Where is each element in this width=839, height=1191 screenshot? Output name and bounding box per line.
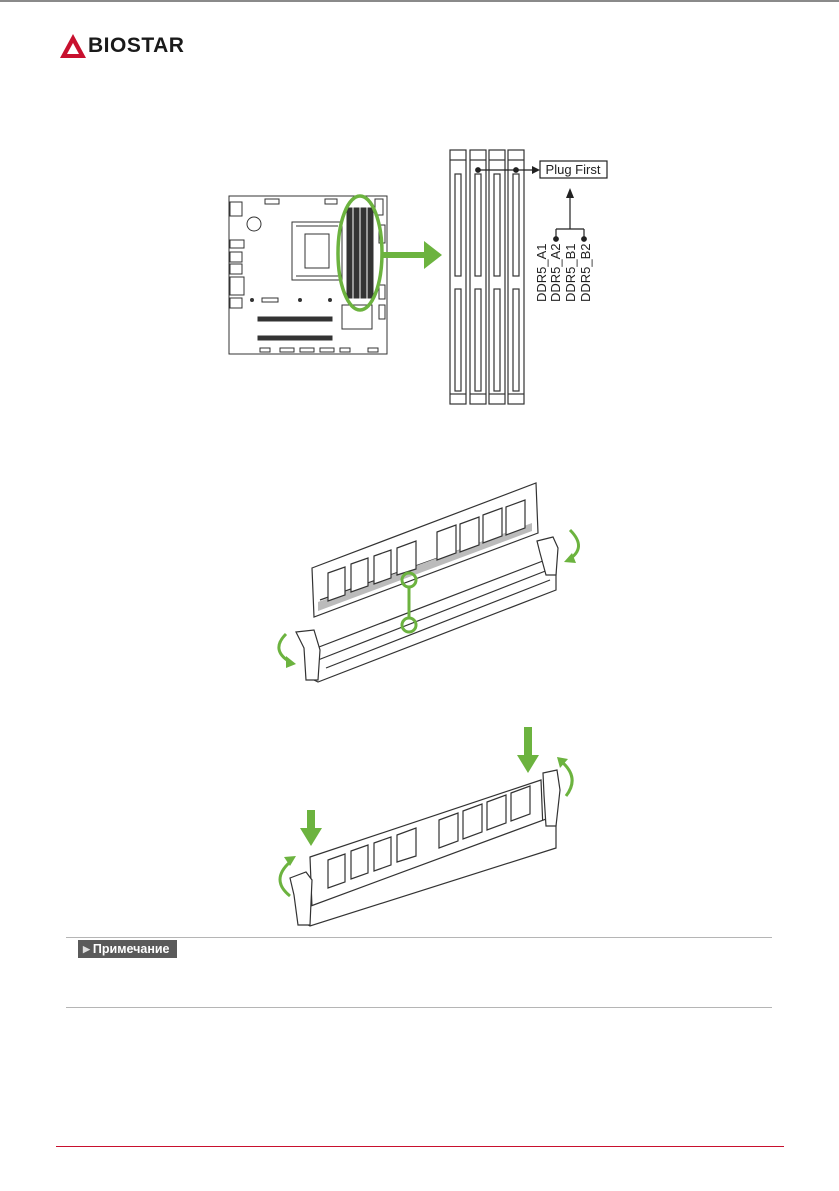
note-label: ▶Примечание: [78, 940, 177, 958]
note-label-text: Примечание: [93, 942, 170, 956]
motherboard-diagram: [229, 196, 387, 354]
slot-label-b2: DDR5_B2: [578, 243, 593, 302]
slot-label-b1: DDR5_B1: [563, 243, 578, 302]
slot-label-bracket: [554, 188, 587, 241]
dimm-alignment-illustration: [296, 483, 558, 682]
memory-install-figure: Plug First DDR5_A1 DDR5_A2 DDR5_B1 DDR5_…: [0, 0, 839, 930]
note-triangle-icon: ▶: [83, 940, 90, 958]
plug-first-label: Plug First: [546, 162, 601, 177]
note-bottom-rule: [66, 1007, 772, 1008]
dimm-insert-illustration: [290, 770, 560, 926]
footer-rule: [56, 1146, 784, 1147]
note-top-rule: [66, 937, 772, 938]
slot-label-a2: DDR5_A2: [548, 243, 563, 302]
slot-label-a1: DDR5_A1: [534, 243, 549, 302]
dimm-slots-enlarged: [450, 150, 524, 404]
